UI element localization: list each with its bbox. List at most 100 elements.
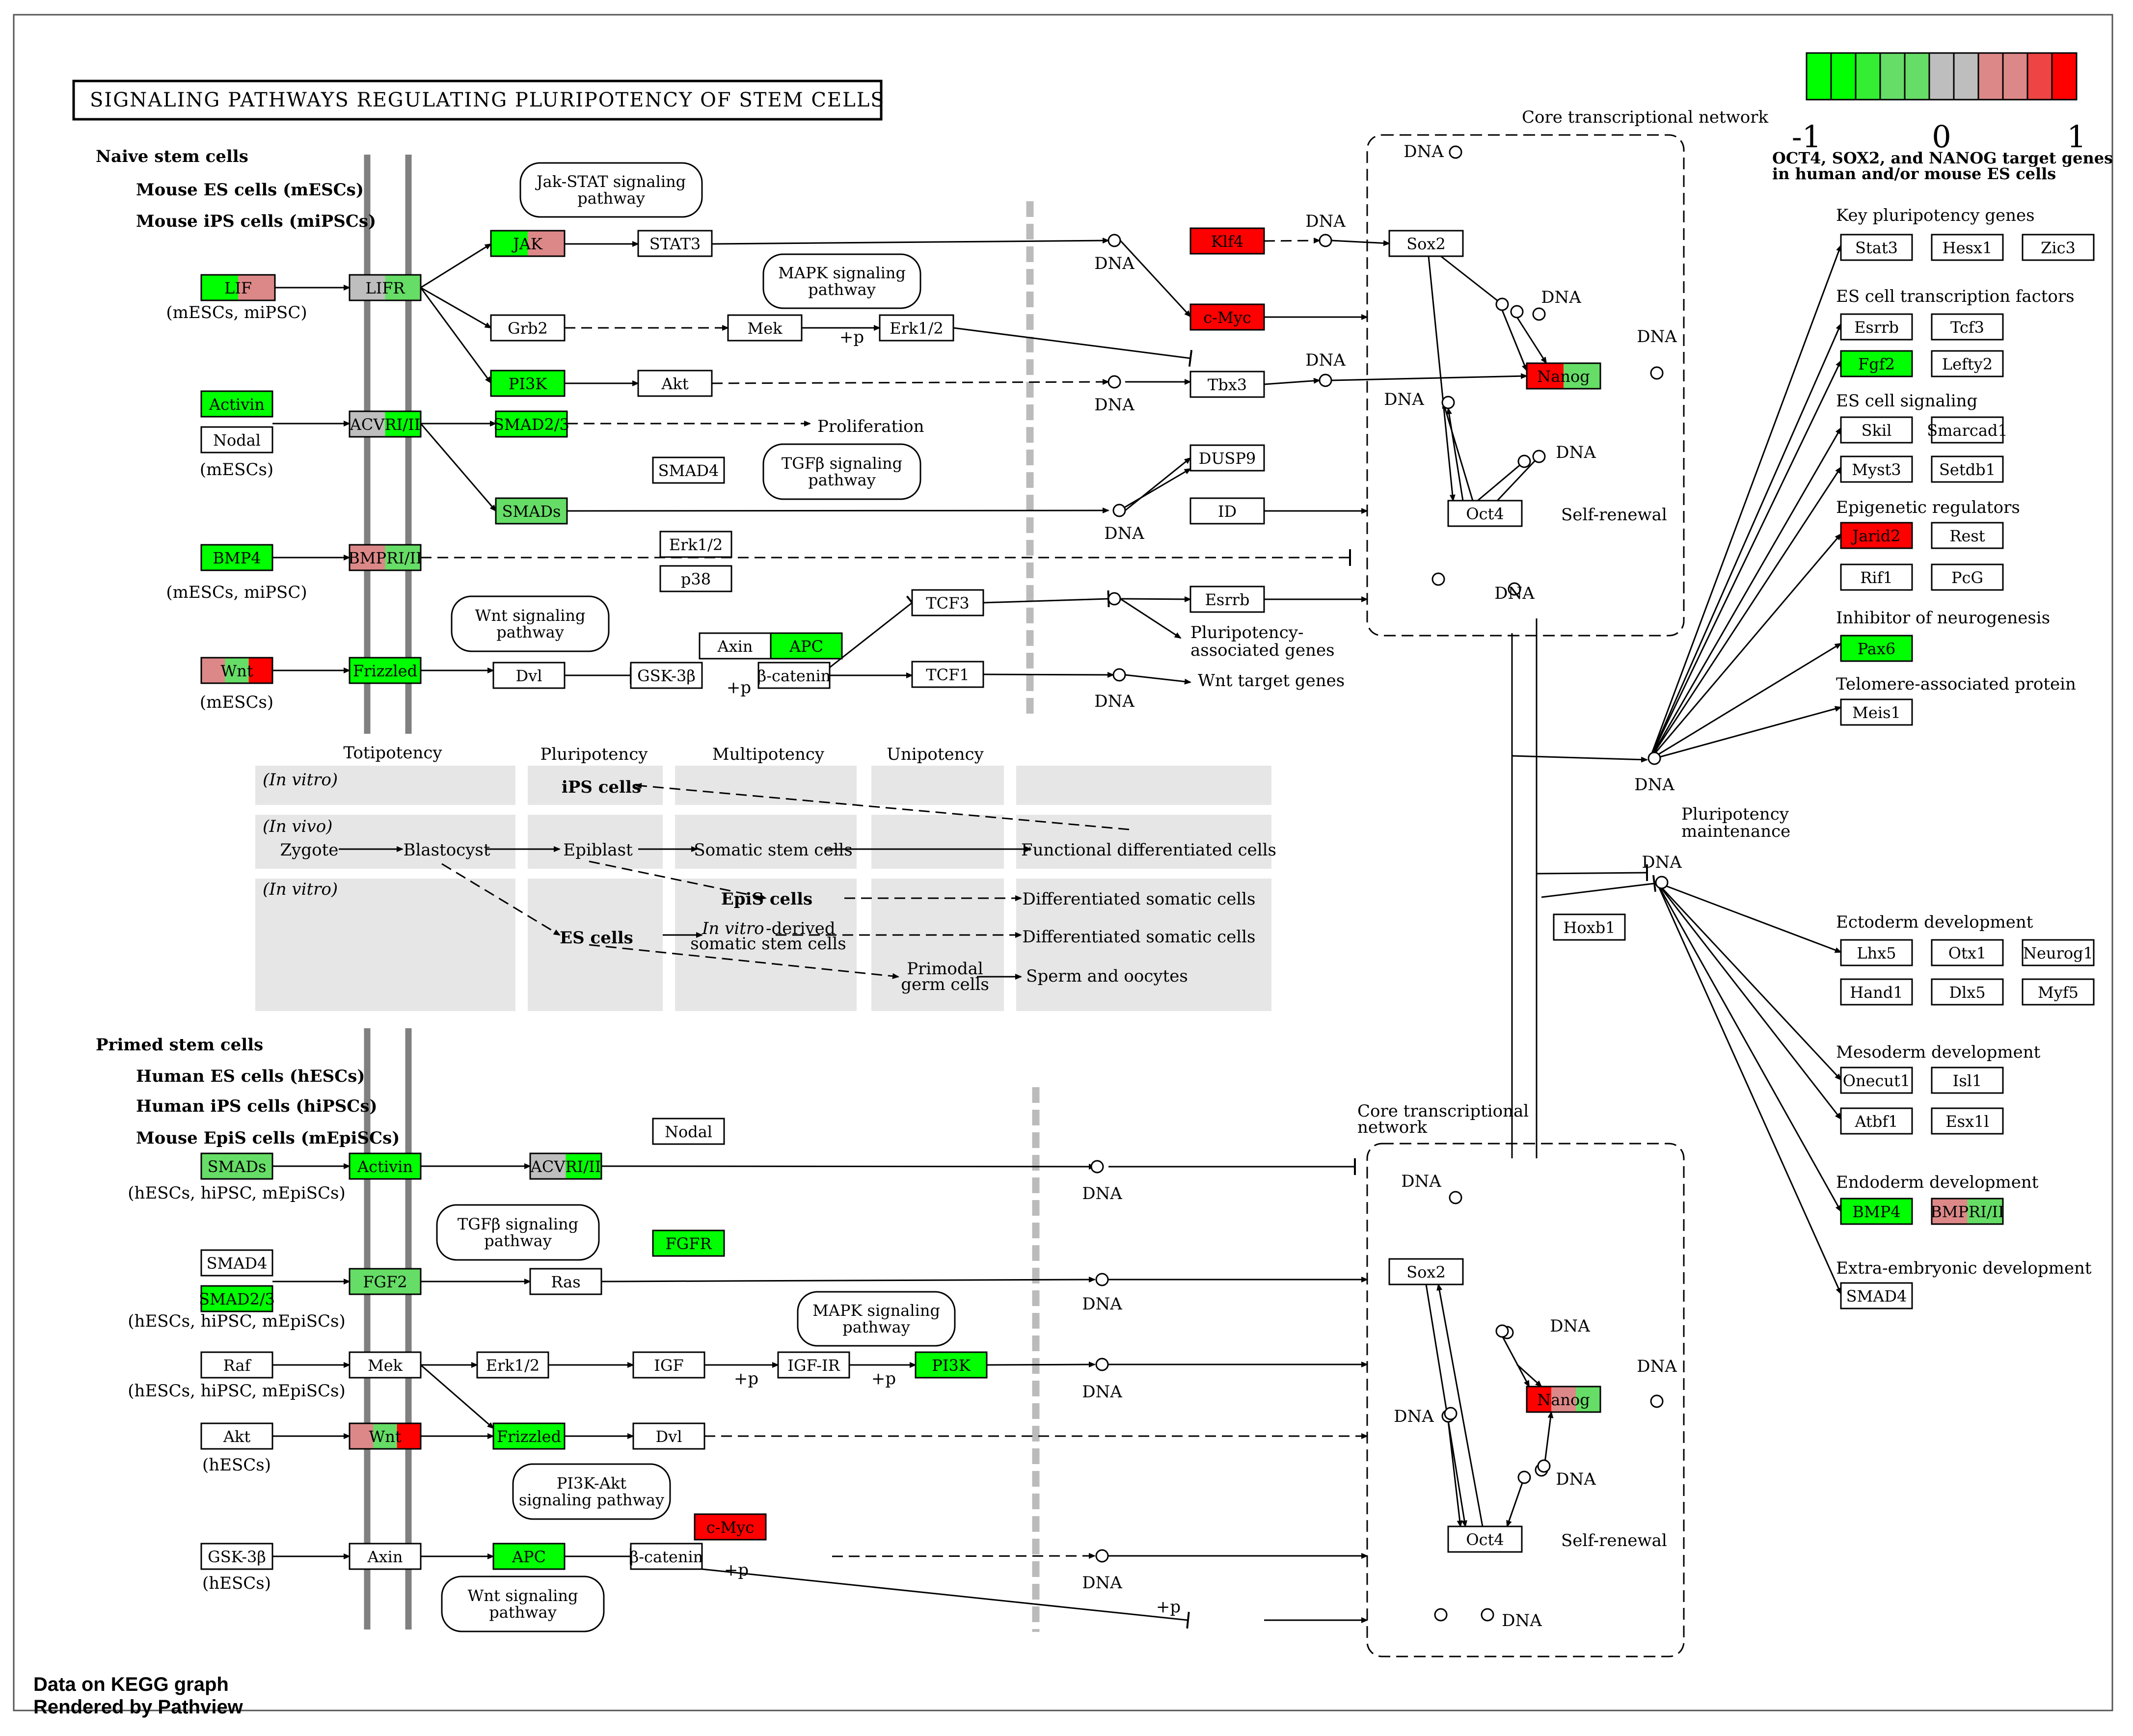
gene-node-lhx5[interactable]: Lhx5	[1840, 939, 1913, 966]
gene-node-akt[interactable]: Akt	[200, 1422, 273, 1450]
gene-node-setdb1[interactable]: Setdb1	[1931, 455, 2004, 483]
gene-node-lif[interactable]: LIF	[200, 274, 276, 301]
gene-node-skil[interactable]: Skil	[1840, 416, 1913, 444]
gene-node-tcf3[interactable]: Tcf3	[1931, 313, 2004, 341]
gene-node-mek[interactable]: Mek	[349, 1351, 422, 1379]
gene-node-bmpri-ii[interactable]: BMPRI/II	[348, 544, 422, 571]
gene-node-pax6[interactable]: Pax6	[1840, 635, 1913, 662]
gene-node-igf[interactable]: IGF	[632, 1351, 705, 1379]
gene-node-zic3[interactable]: Zic3	[2022, 234, 2095, 261]
gene-node-smad2-3[interactable]: SMAD2/3	[493, 410, 569, 438]
gene-node-dusp9[interactable]: DUSP9	[1189, 444, 1265, 472]
gene-node-hesx1[interactable]: Hesx1	[1931, 234, 2004, 261]
gene-node-wnt[interactable]: Wnt	[200, 657, 273, 684]
gene-node-atbf1[interactable]: Atbf1	[1840, 1107, 1913, 1135]
gene-node-esrrb[interactable]: Esrrb	[1189, 586, 1265, 613]
gene-node-catenin[interactable]: β-catenin	[757, 662, 831, 689]
gene-node-smarcad1[interactable]: Smarcad1	[1927, 416, 2008, 444]
gene-node-jarid2[interactable]: Jarid2	[1840, 522, 1913, 549]
gene-node-fgfr[interactable]: FGFR	[652, 1229, 725, 1257]
gene-node-gsk-3[interactable]: GSK-3β	[630, 662, 703, 689]
gene-node-frizzled[interactable]: Frizzled	[349, 657, 422, 684]
gene-node-smad2-3[interactable]: SMAD2/3	[199, 1285, 275, 1312]
gene-node-smad4[interactable]: SMAD4	[652, 456, 725, 484]
gene-node-myst3[interactable]: Myst3	[1840, 455, 1913, 483]
gene-node-nanog[interactable]: Nanog	[1526, 362, 1601, 390]
gene-node-erk1-2[interactable]: Erk1/2	[879, 314, 954, 342]
gene-node-stat3[interactable]: Stat3	[1840, 234, 1913, 261]
gene-node-erk1-2[interactable]: Erk1/2	[476, 1351, 549, 1379]
gene-node-catenin[interactable]: β-catenin	[630, 1543, 703, 1570]
gene-node-wnt[interactable]: Wnt	[349, 1422, 422, 1450]
gene-node-bmp4[interactable]: BMP4	[1840, 1198, 1913, 1225]
gene-node-acvri-ii[interactable]: ACVRI/II	[349, 410, 422, 438]
gene-node-apc[interactable]: APC	[770, 632, 843, 660]
gene-node-smads[interactable]: SMADs	[495, 497, 568, 525]
gene-node-pi3k[interactable]: PI3K	[915, 1351, 988, 1379]
gene-node-gsk-3[interactable]: GSK-3β	[200, 1543, 273, 1570]
gene-node-pcg[interactable]: PcG	[1931, 563, 2004, 591]
gene-node-mek[interactable]: Mek	[727, 314, 803, 342]
gene-node-akt[interactable]: Akt	[637, 370, 713, 397]
gene-node-esx1l[interactable]: Esx1l	[1931, 1107, 2004, 1135]
gene-node-meis1[interactable]: Meis1	[1840, 698, 1913, 726]
gene-node-oct4[interactable]: Oct4	[1447, 1525, 1523, 1553]
gene-node-otx1[interactable]: Otx1	[1931, 939, 2004, 966]
gene-node-myf5[interactable]: Myf5	[2022, 978, 2095, 1006]
gene-node-jak[interactable]: JAK	[490, 230, 566, 257]
gene-node-hoxb1[interactable]: Hoxb1	[1553, 913, 1626, 941]
gene-node-apc[interactable]: APC	[492, 1543, 566, 1570]
gene-node-esrrb[interactable]: Esrrb	[1840, 313, 1913, 341]
gene-node-pi3k[interactable]: PI3K	[490, 370, 566, 397]
gene-node-fgf2[interactable]: Fgf2	[1840, 350, 1913, 377]
gene-node-klf4[interactable]: Klf4	[1189, 227, 1265, 255]
gene-node-oct4[interactable]: Oct4	[1447, 500, 1523, 527]
gene-node-rest[interactable]: Rest	[1931, 522, 2004, 549]
gene-node-activin[interactable]: Activin	[200, 390, 273, 418]
gene-node-hand1[interactable]: Hand1	[1840, 978, 1913, 1006]
gene-node-bmp4[interactable]: BMP4	[200, 544, 273, 571]
gene-node-fgf2[interactable]: FGF2	[349, 1268, 422, 1295]
gene-node-tbx3[interactable]: Tbx3	[1189, 371, 1265, 398]
gene-node-frizzled[interactable]: Frizzled	[492, 1422, 566, 1450]
gene-node-activin[interactable]: Activin	[349, 1152, 422, 1180]
gene-node-raf[interactable]: Raf	[200, 1351, 273, 1379]
gene-node-acvri-ii[interactable]: ACVRI/II	[529, 1152, 602, 1180]
gene-node-nodal[interactable]: Nodal	[652, 1118, 725, 1145]
gene-node-smad4[interactable]: SMAD4	[200, 1249, 273, 1277]
gene-node-smads[interactable]: SMADs	[200, 1152, 273, 1180]
gene-node-smad4[interactable]: SMAD4	[1840, 1282, 1913, 1309]
gene-node-onecut1[interactable]: Onecut1	[1840, 1067, 1913, 1094]
gene-node-bmpri-ii[interactable]: BMPRI/II	[1930, 1198, 2004, 1225]
gene-node-ras[interactable]: Ras	[529, 1268, 602, 1295]
gene-node-tcf3[interactable]: TCF3	[911, 589, 984, 616]
gene-node-isl1[interactable]: Isl1	[1931, 1067, 2004, 1094]
gene-node-c-myc[interactable]: c-Myc	[694, 1513, 767, 1541]
gene-node-sox2[interactable]: Sox2	[1388, 230, 1464, 257]
gene-node-p38[interactable]: p38	[659, 565, 732, 592]
gene-node-nanog[interactable]: Nanog	[1526, 1386, 1601, 1413]
gene-node-nodal[interactable]: Nodal	[200, 426, 273, 454]
gene-node-rif1[interactable]: Rif1	[1840, 563, 1913, 591]
gene-node-igf-ir[interactable]: IGF-IR	[777, 1351, 850, 1379]
gene-node-erk1-2[interactable]: Erk1/2	[659, 531, 732, 558]
gene-node-dvl[interactable]: Dvl	[632, 1422, 705, 1450]
gene-node-id[interactable]: ID	[1189, 497, 1265, 525]
gene-node-lifr[interactable]: LIFR	[349, 274, 422, 301]
gene-node-dlx5[interactable]: Dlx5	[1931, 978, 2004, 1006]
gene-node-grb2[interactable]: Grb2	[490, 314, 566, 342]
gene-node-c-myc[interactable]: c-Myc	[1189, 303, 1265, 331]
gene-node-tcf1[interactable]: TCF1	[911, 661, 984, 688]
gene-node-axin[interactable]: Axin	[699, 632, 772, 660]
gene-node-dvl[interactable]: Dvl	[492, 662, 566, 689]
gene-node-axin[interactable]: Axin	[349, 1543, 422, 1570]
gene-node-sox2[interactable]: Sox2	[1388, 1258, 1464, 1285]
